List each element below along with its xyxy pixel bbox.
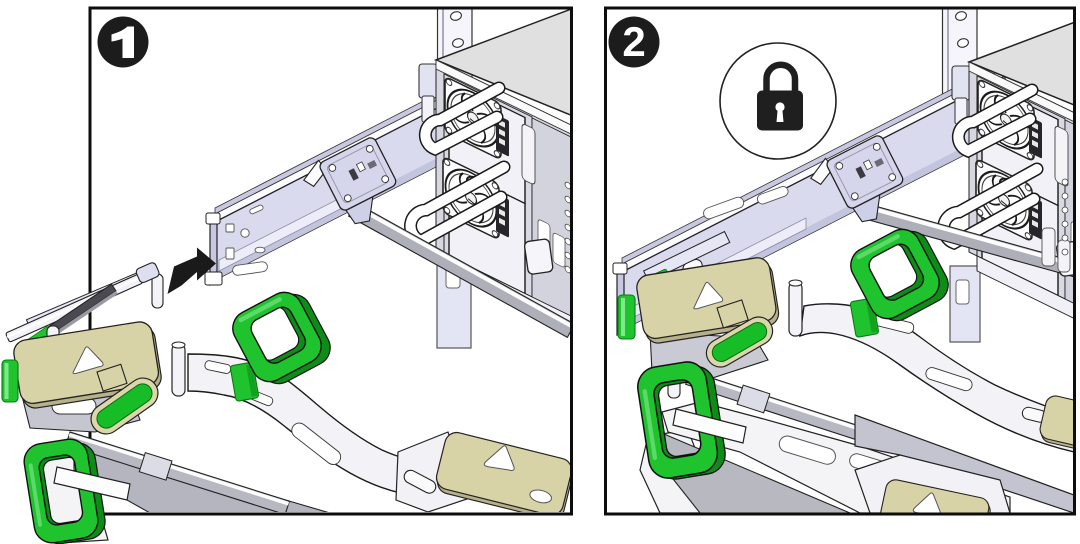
svg-text:2: 2: [622, 18, 645, 65]
